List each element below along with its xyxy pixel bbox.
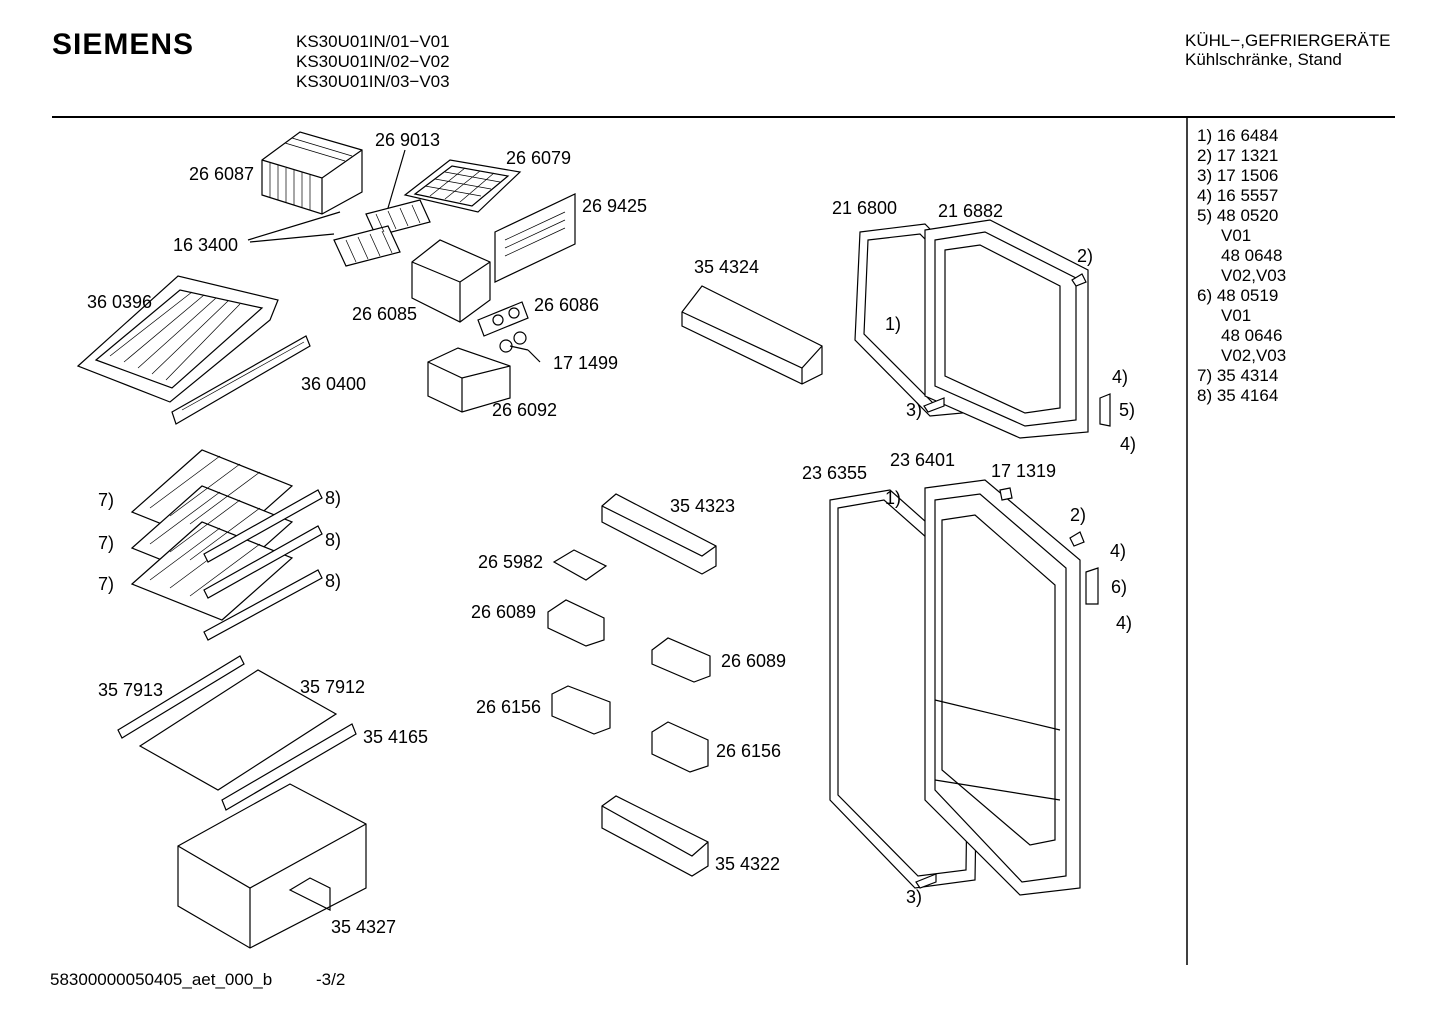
callout: 8) [325, 488, 342, 508]
deep-bin-1 [551, 685, 611, 735]
knob-panel [477, 301, 541, 363]
legend-entry: 6) 48 0519 [1197, 286, 1279, 305]
callout: 4) [1112, 367, 1129, 387]
part-label: 35 4327 [331, 917, 397, 937]
glass-shelves [130, 449, 323, 641]
callout: 8) [325, 530, 342, 550]
legend-entry: 8) 35 4164 [1197, 386, 1279, 405]
part-label: 26 5982 [478, 552, 544, 572]
callout: 6) [1111, 577, 1128, 597]
legend-entry: 4) 16 5557 [1197, 186, 1279, 205]
part-label: 26 6156 [476, 697, 542, 717]
part-label: 26 9425 [582, 196, 648, 216]
ice-tray-ribbed [261, 131, 363, 215]
part-label: 21 6800 [832, 198, 898, 218]
small-bin-2 [651, 637, 711, 683]
small-bin-1 [547, 599, 605, 647]
callout: 8) [325, 571, 342, 591]
callout: 2) [1077, 246, 1094, 266]
part-label: 26 6087 [189, 164, 255, 184]
cover-panel [494, 193, 576, 283]
part-label: 26 6089 [721, 651, 787, 671]
vegetable-drawer [177, 783, 367, 949]
part-label: 36 0396 [87, 292, 153, 312]
holder-part [411, 239, 491, 323]
callout: 4) [1120, 434, 1137, 454]
part-label: 26 9013 [375, 130, 441, 150]
freezer-door [854, 219, 1111, 439]
page-number: -3/2 [316, 970, 346, 989]
model-number: KS30U01IN/01−V01 [296, 32, 450, 51]
part-label: 26 6092 [492, 400, 558, 420]
part-label: 17 1319 [991, 461, 1057, 481]
refrigerator-door [829, 479, 1099, 896]
model-number: KS30U01IN/03−V03 [296, 72, 450, 91]
part-label: 35 4165 [363, 727, 429, 747]
legend-entry: 2) 17 1321 [1197, 146, 1279, 165]
legend-entry: V01 [1221, 226, 1252, 245]
category-subtitle: Kühlschränke, Stand [1185, 50, 1342, 69]
part-label: 26 6085 [352, 304, 418, 324]
legend-entry: V01 [1221, 306, 1252, 325]
callout: 5) [1119, 400, 1136, 420]
part-label: 35 4323 [670, 496, 736, 516]
part-label: 26 6156 [716, 741, 782, 761]
callout: 4) [1116, 613, 1133, 633]
callout: 4) [1110, 541, 1127, 561]
document-code: 58300000050405_aet_000_b [50, 970, 273, 989]
legend-entry: 48 0648 [1221, 246, 1283, 265]
callout: 7) [98, 533, 115, 553]
part-label: 36 0400 [301, 374, 367, 394]
legend-entry: 7) 35 4314 [1197, 366, 1279, 385]
part-label: 26 6079 [506, 148, 572, 168]
legend-entry: 5) 48 0520 [1197, 206, 1279, 225]
callout: 1) [885, 488, 902, 508]
legend-entry: V02,V03 [1221, 346, 1287, 365]
category-title: KÜHL−,GEFRIERGERÄTE [1185, 31, 1391, 50]
door-bin-bottom [601, 795, 709, 877]
part-label: 17 1499 [553, 353, 619, 373]
legend-entry: 1) 16 6484 [1197, 126, 1279, 145]
part-label: 26 6089 [471, 602, 537, 622]
part-label: 16 3400 [173, 235, 239, 255]
crisper-shelf [76, 275, 279, 403]
brand-logo: SIEMENS [52, 28, 195, 61]
crisper-cover [117, 655, 357, 811]
legend-entry: V02,V03 [1221, 266, 1287, 285]
model-number: KS30U01IN/02−V02 [296, 52, 450, 71]
freezer-grid [403, 159, 522, 213]
front-strip [171, 335, 311, 425]
legend-entry: 3) 17 1506 [1197, 166, 1279, 185]
egg-tray [552, 549, 608, 581]
callout: 3) [906, 887, 923, 907]
part-label: 23 6355 [802, 463, 868, 483]
part-label: 35 7912 [300, 677, 366, 697]
part-label: 23 6401 [890, 450, 956, 470]
callout: 3) [906, 400, 923, 420]
part-label: 35 4322 [715, 854, 781, 874]
deep-bin-2 [651, 721, 709, 773]
small-drawer [427, 347, 511, 413]
callout: 7) [98, 574, 115, 594]
callout: 1) [885, 314, 902, 334]
part-label: 26 6086 [534, 295, 600, 315]
part-label: 35 7913 [98, 680, 164, 700]
door-bin-large [681, 285, 823, 385]
part-label: 35 4324 [694, 257, 760, 277]
ice-cube-trays [247, 149, 431, 267]
legend-entry: 48 0646 [1221, 326, 1283, 345]
callout: 7) [98, 490, 115, 510]
callout: 2) [1070, 505, 1087, 525]
door-bin-medium [601, 493, 717, 575]
part-label: 21 6882 [938, 201, 1004, 221]
